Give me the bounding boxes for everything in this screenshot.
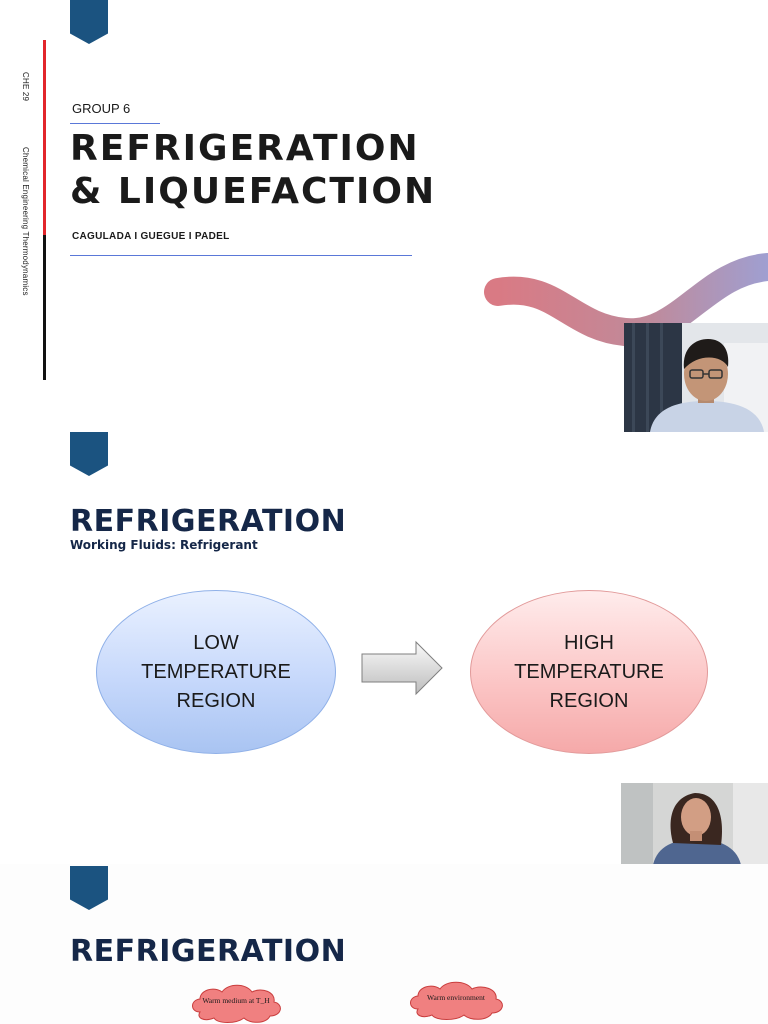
webcam-feed-2[interactable] (621, 783, 768, 864)
bookmark-icon (70, 0, 108, 44)
slide-title: REFRIGERATION (70, 504, 347, 539)
refrigeration-diagram-slide: REFRIGERATION Warm medium at T_H Warm en… (0, 864, 768, 1024)
warm-environment-label: Warm environment (427, 993, 486, 1002)
course-name: Chemical Engineering Thermodynamics (21, 147, 30, 296)
webcam-video-icon (624, 323, 768, 432)
high-temperature-oval: HIGH TEMPERATURE REGION (470, 590, 708, 754)
webcam-feed-1[interactable] (624, 323, 768, 432)
group-underline (70, 123, 160, 124)
slide-subtitle: Working Fluids: Refrigerant (70, 538, 258, 552)
arrow-right-icon (361, 640, 443, 696)
webcam-video-icon (621, 783, 768, 864)
low-temperature-oval: LOW TEMPERATURE REGION (96, 590, 336, 754)
members-underline (70, 255, 412, 256)
warm-medium-cloud: Warm medium at T_H (192, 984, 281, 1023)
page-title-line1: REFRIGERATION (70, 128, 420, 169)
warm-environment-cloud: Warm environment (410, 981, 503, 1020)
course-code: CHE 29 (21, 72, 30, 102)
bookmark-icon (70, 866, 108, 910)
title-slide: CHE 29 Chemical Engineering Thermodynami… (0, 0, 768, 432)
accent-bar-black (43, 235, 46, 380)
high-temperature-label: HIGH TEMPERATURE REGION (514, 631, 664, 712)
warm-medium-label: Warm medium at T_H (202, 996, 270, 1005)
refrigeration-slide: REFRIGERATION Working Fluids: Refrigeran… (0, 432, 768, 864)
group-members: CAGULADA I GUEGUE I PADEL (72, 231, 230, 242)
bookmark-icon (70, 432, 108, 476)
page-title-line2: & LIQUEFACTION (70, 171, 437, 212)
slide-title: REFRIGERATION (70, 934, 347, 969)
accent-bar-red (43, 40, 46, 235)
group-label: GROUP 6 (72, 101, 131, 116)
low-temperature-label: LOW TEMPERATURE REGION (141, 631, 291, 712)
